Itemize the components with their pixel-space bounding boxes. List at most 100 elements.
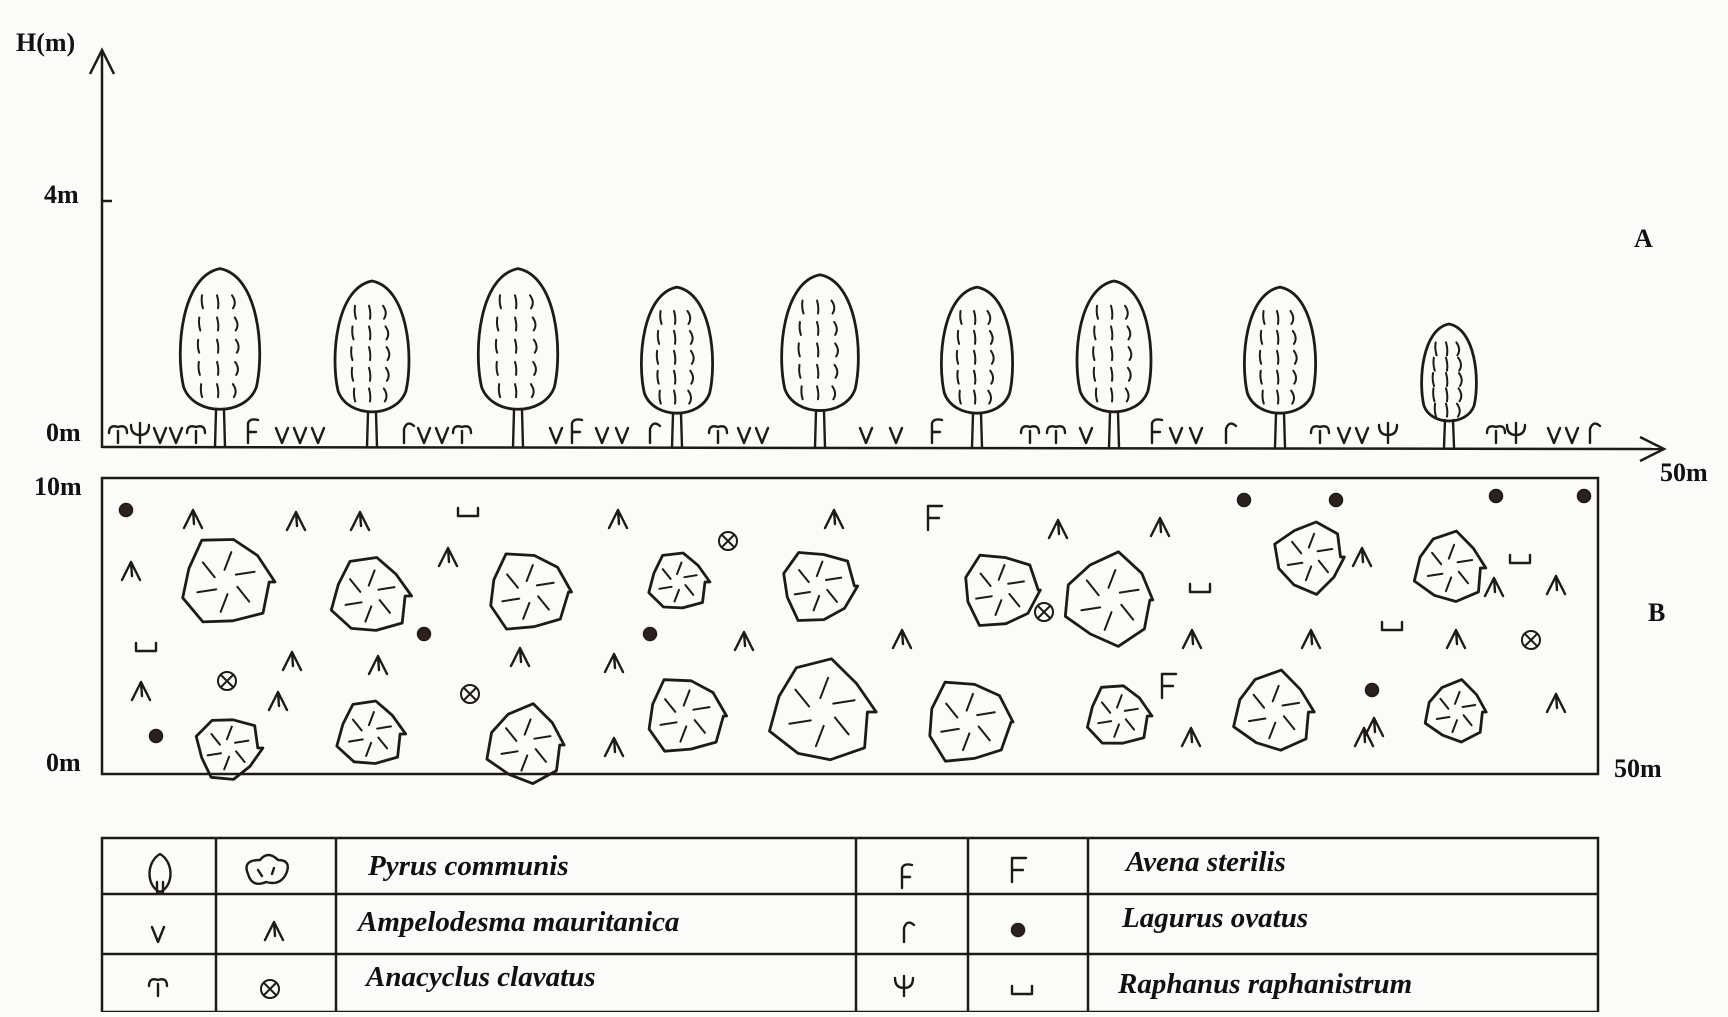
- pear-crown-plan: [491, 554, 572, 629]
- pear-tree-crown-icon: [247, 855, 288, 884]
- ampelodesma-symbol: [890, 428, 902, 443]
- pear-tree-profile: [478, 269, 557, 447]
- ampelodesma-plan-symbol: [1183, 630, 1201, 648]
- ampelodesma-plan-symbol: [1302, 630, 1320, 648]
- anacyclus-symbol: [1311, 426, 1329, 443]
- ampelodesma-plan-symbol: [1182, 728, 1200, 746]
- plan-view-plot: [102, 478, 1598, 774]
- ampelodesma-symbol: [170, 428, 182, 443]
- lagurus-plan-symbol: [1490, 490, 1503, 503]
- lagurus-symbol: [404, 424, 414, 443]
- lagurus-profile-icon: [904, 923, 914, 942]
- lagurus-plan-symbol: [418, 628, 431, 641]
- pear-tree-profile: [941, 287, 1012, 447]
- y-tick-label-0m: 0m: [46, 418, 81, 448]
- ampelodesma-symbol: [436, 428, 448, 443]
- ampelodesma-symbol: [1356, 428, 1368, 443]
- lagurus-plan-symbol: [1578, 490, 1591, 503]
- raphanus-plan-symbol: [1382, 622, 1402, 630]
- ampelodesma-plan-symbol: [735, 632, 753, 650]
- avena-plan-icon: [1012, 858, 1026, 882]
- ampelodesma-plan-symbol: [132, 682, 150, 700]
- pear-tree-profile-icon: [150, 854, 171, 892]
- plan-bottom-right-label: 50m: [1614, 754, 1662, 784]
- pear-crown-plan: [1425, 680, 1486, 742]
- anacyclus-plan-symbol: [218, 672, 236, 690]
- pear-tree-profile: [1422, 324, 1477, 447]
- ampelodesma-plan-symbol: [184, 510, 202, 528]
- profile-x-end-label: 50m: [1660, 458, 1708, 488]
- legend-species-raphanus: Raphanus raphanistrum: [1117, 968, 1412, 1000]
- avena-symbol: [572, 419, 582, 443]
- ampelodesma-plan-symbol: [1151, 518, 1169, 536]
- anacyclus-symbol: [1021, 426, 1039, 443]
- ampelodesma-symbol: [550, 428, 562, 443]
- ampelodesma-symbol: [418, 428, 430, 443]
- ampelodesma-plan-symbol: [351, 512, 369, 530]
- ampelodesma-symbol: [154, 428, 166, 443]
- avena-symbol: [248, 419, 258, 443]
- ampelodesma-plan-symbol: [1447, 630, 1465, 648]
- ampelodesma-plan-symbol: [605, 738, 623, 756]
- ampelodesma-plan-symbol: [287, 512, 305, 530]
- lagurus-plan-symbol: [1238, 494, 1251, 507]
- ampelodesma-plan-symbol: [122, 562, 140, 580]
- ampelodesma-plan-symbol: [369, 656, 387, 674]
- anacyclus-symbol: [109, 426, 127, 443]
- pear-crown-plan: [649, 680, 727, 752]
- ampelodesma-symbol: [756, 428, 768, 443]
- raphanus-plan-symbol: [458, 508, 478, 516]
- pear-crown-plan: [183, 540, 275, 622]
- lagurus-symbol: [650, 424, 660, 443]
- lagurus-plan-symbol: [1366, 684, 1379, 697]
- anacyclus-plan-icon: [261, 980, 279, 998]
- pear-tree-profile: [1244, 287, 1315, 447]
- x-axis: [102, 447, 1662, 449]
- legend-species-avena: Avena sterilis: [1124, 846, 1286, 878]
- y-tick-label-4m: 4m: [44, 180, 79, 210]
- anacyclus-plan-symbol: [1035, 603, 1053, 621]
- anacyclus-plan-symbol: [1522, 631, 1540, 649]
- anacyclus-symbol: [1487, 426, 1505, 443]
- ampelodesma-plan-symbol: [1547, 694, 1565, 712]
- ampelodesma-symbol: [1190, 428, 1202, 443]
- ampelodesma-symbol: [1080, 428, 1092, 443]
- anacyclus-plan-symbol: [719, 532, 737, 550]
- legend-species-ampelodesma: Ampelodesma mauritanica: [356, 906, 679, 938]
- lagurus-symbol: [1590, 424, 1600, 443]
- avena-symbol: [932, 419, 942, 443]
- ampelodesma-symbol: [312, 428, 324, 443]
- ampelodesma-plan-symbol: [1355, 728, 1373, 746]
- pear-tree-profile: [641, 287, 712, 447]
- ampelodesma-plan-symbol: [605, 654, 623, 672]
- ampelodesma-plan-icon: [265, 922, 283, 940]
- plan-top-left-label: 10m: [34, 472, 82, 502]
- ampelodesma-plan-symbol: [439, 548, 457, 566]
- lagurus-plan-symbol: [1330, 494, 1343, 507]
- ampelodesma-plan-symbol: [1485, 578, 1503, 596]
- ampelodesma-plan-symbol: [269, 692, 287, 710]
- section-label-a: A: [1634, 224, 1653, 254]
- y-axis-label: H(m): [16, 28, 75, 58]
- raphanus-plan-symbol: [136, 643, 156, 651]
- avena-symbol: [1152, 419, 1162, 443]
- raphanus-plan-icon: [1012, 986, 1032, 994]
- ampelodesma-plan-symbol: [1049, 520, 1067, 538]
- pear-crown-plan: [337, 701, 406, 764]
- lagurus-plan-symbol: [120, 504, 133, 517]
- legend-species-pyrus: Pyrus communis: [367, 850, 569, 882]
- ampelodesma-symbol: [860, 428, 872, 443]
- anacyclus-plan-symbol: [461, 685, 479, 703]
- lagurus-plan-symbol: [150, 730, 163, 743]
- pear-crown-plan: [487, 704, 564, 784]
- raphanus-symbol: [1379, 423, 1397, 443]
- lagurus-plan-symbol: [644, 628, 657, 641]
- ampelodesma-symbol: [1566, 428, 1578, 443]
- raphanus-plan-symbol: [1190, 584, 1210, 592]
- pear-tree-profile: [782, 275, 859, 447]
- legend-species-anacyclus: Anacyclus clavatus: [364, 961, 596, 993]
- ampelodesma-symbol: [596, 428, 608, 443]
- ampelodesma-plan-symbol: [1547, 576, 1565, 594]
- pear-crown-plan: [1065, 552, 1153, 647]
